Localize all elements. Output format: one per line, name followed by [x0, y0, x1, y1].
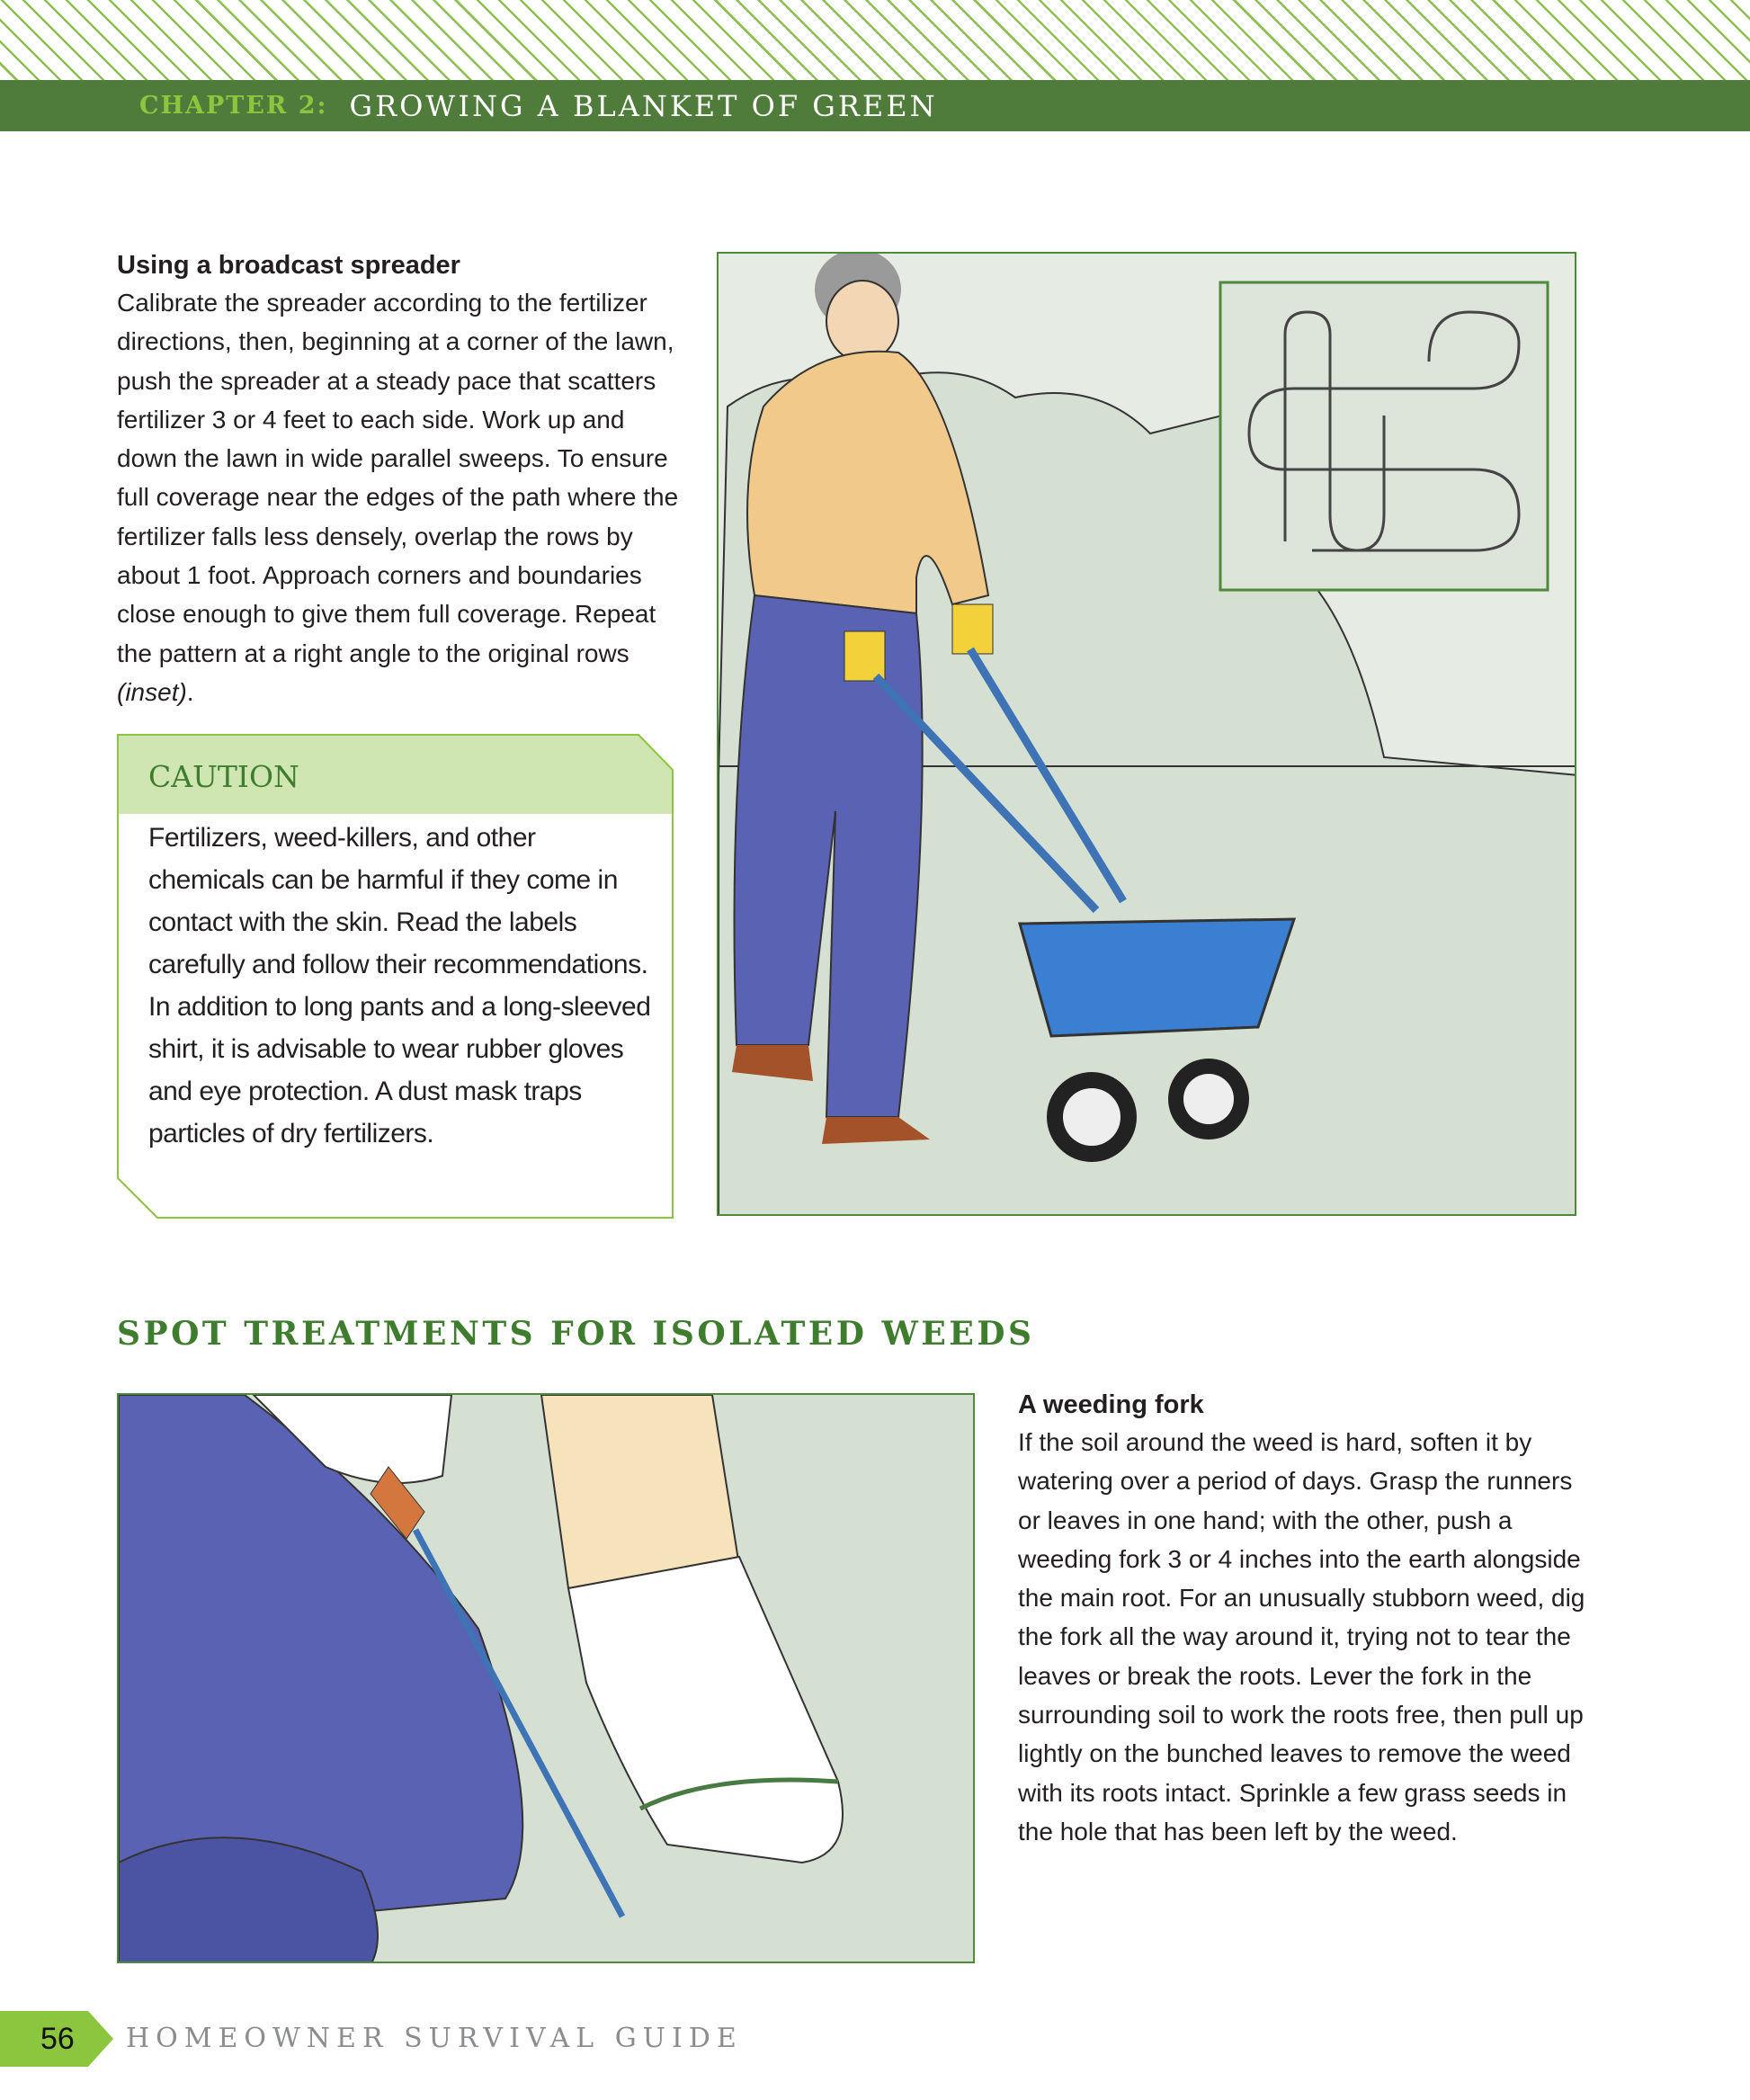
- page-number: 56: [40, 2021, 75, 2056]
- page-number-tab: 56: [0, 2011, 113, 2067]
- fork-text: A weeding fork If the soil around the we…: [1018, 1387, 1594, 1851]
- spreader-body: Calibrate the spreader according to the …: [117, 283, 679, 711]
- chapter-header: CHAPTER 2: GROWING A BLANKET OF GREEN: [0, 80, 1750, 131]
- chapter-title: GROWING A BLANKET OF GREEN: [349, 88, 938, 123]
- chapter-label: CHAPTER 2:: [139, 92, 328, 120]
- spreader-text: Using a broadcast spreader Calibrate the…: [117, 247, 679, 711]
- fork-body: If the soil around the weed is hard, sof…: [1018, 1428, 1585, 1845]
- caution-frame: [117, 734, 674, 1219]
- caution-body: Fertilizers, weed-killers, and other che…: [148, 823, 651, 1148]
- inset-ref: (inset): [117, 677, 187, 706]
- section-heading: SPOT TREATMENTS FOR ISOLATED WEEDS: [117, 1315, 1035, 1353]
- fork-heading: A weeding fork: [1018, 1390, 1204, 1419]
- spreader-illustration: [717, 252, 1576, 1216]
- hatch-pattern: [0, 0, 1750, 80]
- caution-title: CAUTION: [148, 759, 299, 794]
- spreader-heading: Using a broadcast spreader: [117, 251, 460, 280]
- book-title: HOMEOWNER SURVIVAL GUIDE: [126, 2023, 743, 2054]
- weeding-fork-illustration: [117, 1393, 975, 1963]
- spreader-body-text: Calibrate the spreader according to the …: [117, 289, 679, 667]
- spreader-body-end: .: [186, 677, 194, 706]
- caution-box: CAUTION Fertilizers, weed-killers, and o…: [117, 734, 674, 1219]
